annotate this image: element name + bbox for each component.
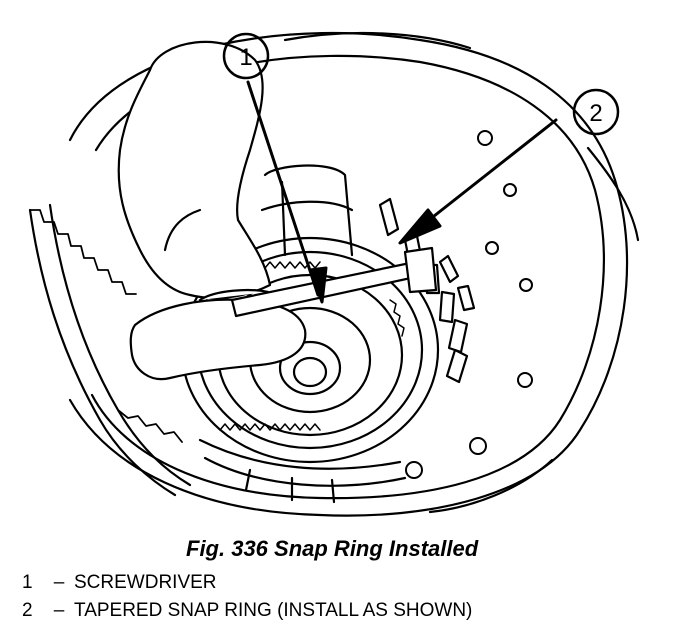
legend-item-tapered-snap-ring: 2–TAPERED SNAP RING (INSTALL AS SHOWN) (22, 600, 472, 622)
callout-number-1: 1 (239, 44, 252, 71)
legend-number: 1 (22, 572, 33, 593)
legend-separator: – (53, 572, 65, 593)
legend-label: TAPERED SNAP RING (INSTALL AS SHOWN) (74, 600, 473, 621)
callout-circle-1 (222, 32, 270, 80)
callout-circle-2 (572, 88, 620, 136)
leader-line-2 (398, 118, 558, 245)
transmission-illustration: 1 2 (28, 31, 640, 517)
left-spline-teeth (28, 203, 192, 497)
legend-item-screwdriver: 1–SCREWDRIVER (22, 572, 217, 594)
figure-caption: Fig. 336 Snap Ring Installed (186, 536, 479, 561)
hand (117, 40, 307, 381)
legend-label: SCREWDRIVER (74, 572, 217, 593)
legend-separator: – (53, 600, 65, 621)
transmission-case (68, 31, 640, 517)
case-bolt-holes (405, 130, 533, 479)
screwdriver (230, 246, 438, 318)
leader-line-1 (246, 80, 328, 304)
lower-housing-ribs (198, 438, 407, 504)
callout-number-2: 2 (589, 100, 602, 127)
legend-number: 2 (22, 600, 33, 621)
